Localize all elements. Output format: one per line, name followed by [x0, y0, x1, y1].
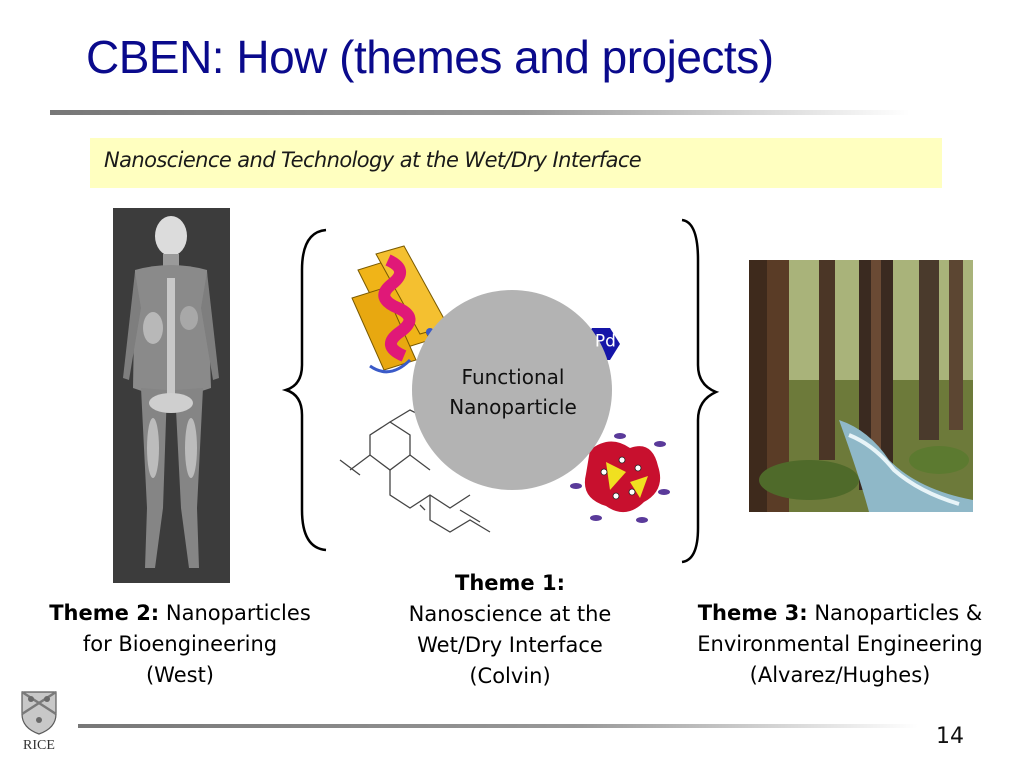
subtitle-banner: Nanoscience and Technology at the Wet/Dr… — [90, 138, 942, 188]
title-divider — [50, 110, 910, 115]
pd-ion-charge: + — [615, 330, 626, 343]
theme-3-line1: Nanoparticles & — [807, 601, 983, 625]
theme-3-line3: (Alvarez/Hughes) — [749, 663, 931, 687]
theme-2-line3: (West) — [145, 663, 214, 687]
theme-2-line1: Nanoparticles — [159, 601, 311, 625]
theme-2-line2: for Bioengineering — [82, 632, 278, 656]
protein-structure-icon — [351, 245, 449, 374]
page-number: 14 — [936, 724, 964, 749]
subtitle-text: Nanoscience and Technology at the Wet/Dr… — [104, 148, 642, 172]
rice-logo-text: RICE — [23, 738, 55, 752]
functional-nanoparticle-circle — [412, 290, 612, 490]
theme-3-caption: Theme 3: Nanoparticles & Environmental E… — [676, 598, 1004, 691]
theme-3-label: Theme 3: — [697, 601, 808, 625]
nanoparticle-diagram — [281, 218, 720, 564]
theme-2-label: Theme 2: — [49, 601, 160, 625]
nanoparticle-label-line1: Functional — [461, 365, 565, 389]
forest-stream-image — [749, 260, 973, 512]
pd-ion-label: Pd+ — [592, 330, 628, 352]
theme-1-caption: Theme 1: Nanoscience at the Wet/Dry Inte… — [380, 568, 640, 692]
theme-1-line1: Nanoscience at the — [408, 602, 612, 626]
pd-ion-symbol: Pd — [594, 331, 616, 352]
theme-2-caption: Theme 2: Nanoparticles for Bioengineerin… — [30, 598, 330, 691]
theme-1-line2: Wet/Dry Interface — [417, 633, 603, 657]
slide-title: CBEN: How (themes and projects) — [86, 31, 774, 83]
body-scan-image — [113, 208, 230, 583]
theme-1-label: Theme 1: — [455, 571, 565, 595]
footer-divider — [78, 724, 918, 728]
nanoparticle-label: Functional Nanoparticle — [419, 362, 607, 422]
theme-3-line2: Environmental Engineering — [697, 632, 983, 656]
left-brace — [281, 228, 327, 552]
right-brace — [681, 218, 720, 564]
rice-shield-icon: RICE — [21, 690, 57, 752]
nanoparticle-label-line2: Nanoparticle — [449, 395, 577, 419]
theme-1-line3: (Colvin) — [469, 664, 551, 688]
